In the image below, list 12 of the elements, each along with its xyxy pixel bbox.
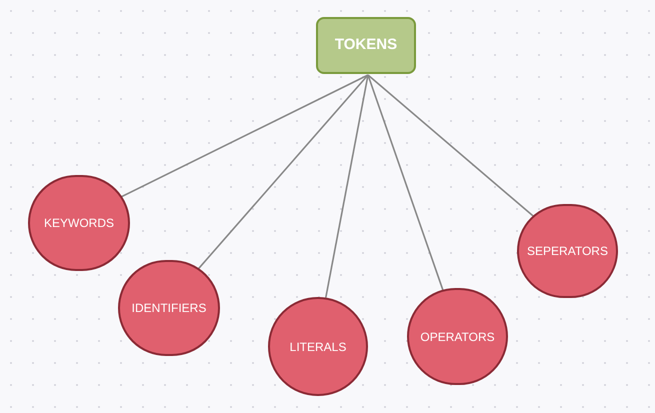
connector-line (367, 74, 534, 217)
node-label: OPERATORS (420, 328, 495, 346)
connector-line (121, 74, 368, 198)
node-label: KEYWORDS (44, 215, 114, 232)
node-label: LITERALS (290, 338, 346, 356)
node-label: TOKENS (334, 35, 398, 56)
connector-line (325, 74, 369, 298)
category-box (316, 17, 416, 74)
connector-line (198, 74, 369, 270)
node-label: SEPERATORS (527, 243, 608, 260)
node-label: IDENTIFIERS (132, 300, 206, 317)
connector-line (367, 74, 444, 290)
